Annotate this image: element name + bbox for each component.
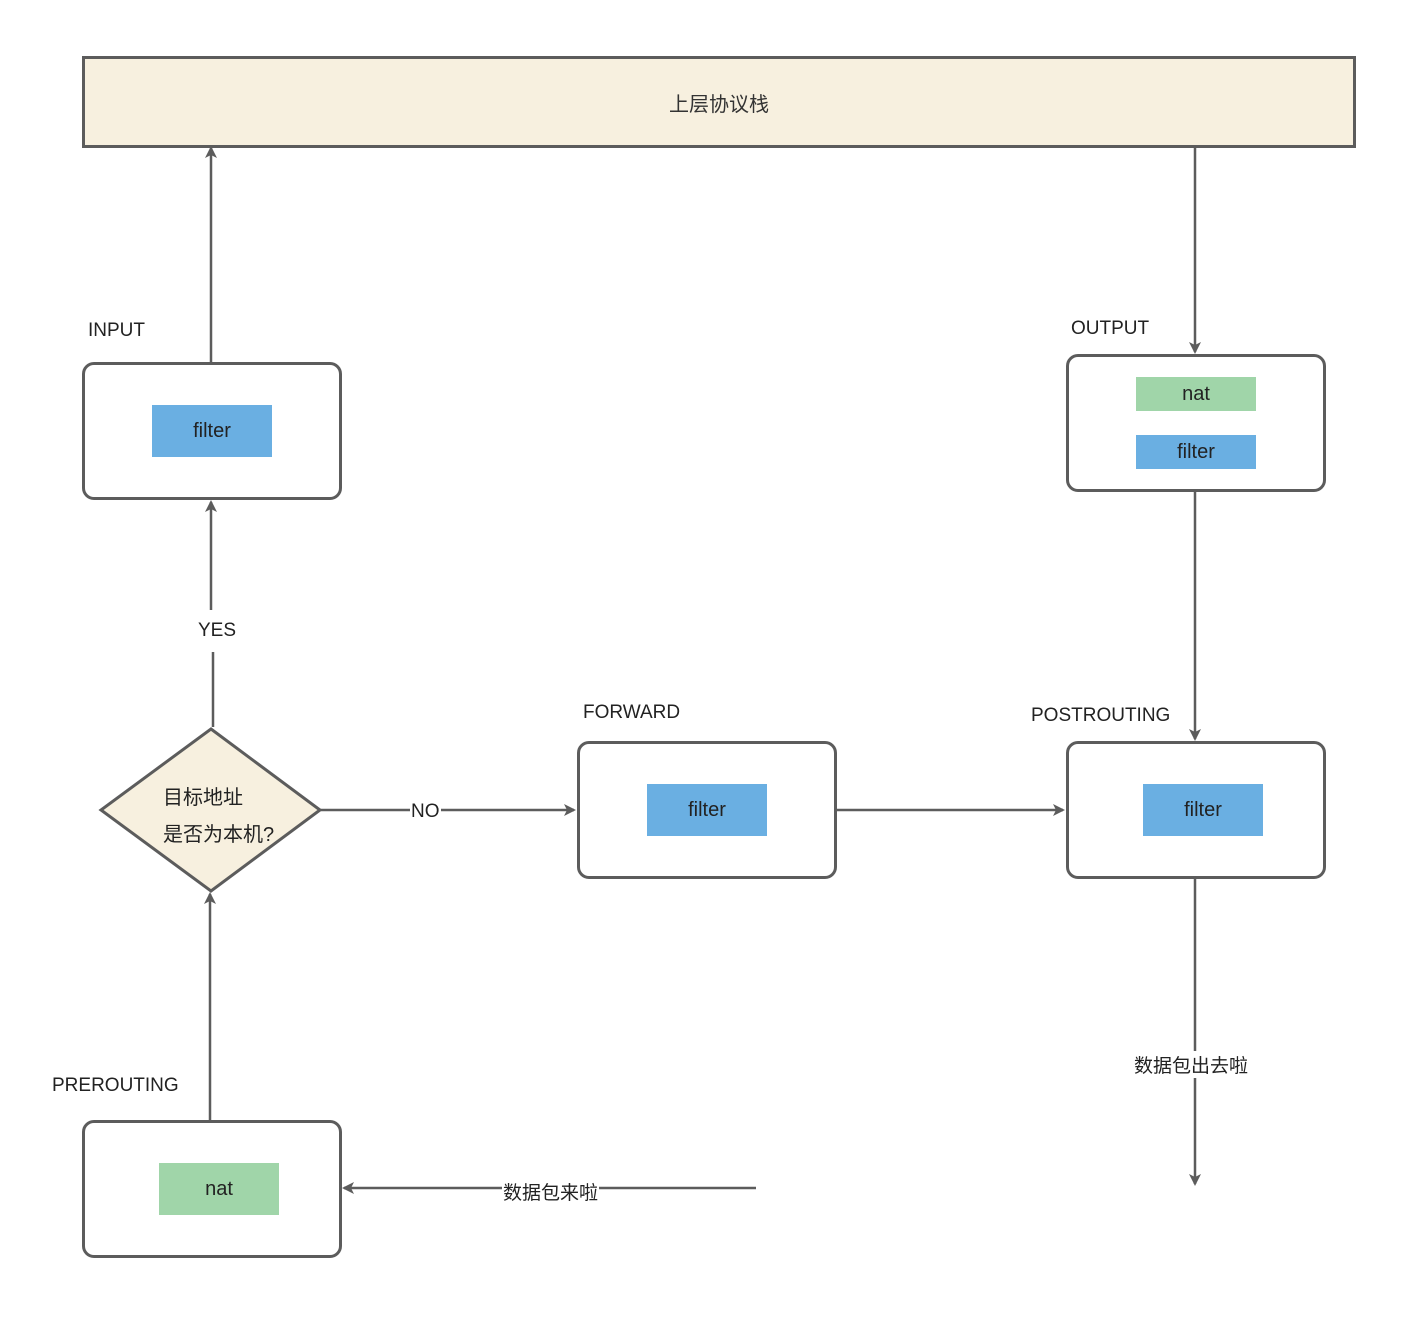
forward-filter-table: filter xyxy=(647,784,767,836)
decision-text-line2: 是否为本机? xyxy=(163,824,275,846)
upper-stack-label: 上层协议栈 xyxy=(669,93,769,116)
postrouting-filter-table: filter xyxy=(1143,784,1263,836)
input-filter-table: filter xyxy=(152,405,272,457)
postrouting-chain-box xyxy=(1066,741,1326,879)
input-chain-label: INPUT xyxy=(88,320,145,341)
packet-in-label: 数据包来啦 xyxy=(502,1178,600,1205)
packet-out-label: 数据包出去啦 xyxy=(1133,1051,1250,1078)
prerouting-nat-table: nat xyxy=(159,1163,279,1215)
decision-text-line1: 目标地址 xyxy=(163,787,243,809)
postrouting-chain-label: POSTROUTING xyxy=(1031,705,1171,726)
output-filter-table: filter xyxy=(1136,435,1256,469)
prerouting-chain-label: PREROUTING xyxy=(52,1075,179,1096)
output-nat-table: nat xyxy=(1136,377,1256,411)
upper-protocol-stack: 上层协议栈 xyxy=(82,56,1356,148)
forward-chain-label: FORWARD xyxy=(583,702,681,723)
no-label: NO xyxy=(410,801,441,823)
output-chain-box xyxy=(1066,354,1326,492)
decision-diamond xyxy=(98,727,323,893)
output-chain-label: OUTPUT xyxy=(1071,318,1150,339)
yes-label: YES xyxy=(197,620,238,642)
